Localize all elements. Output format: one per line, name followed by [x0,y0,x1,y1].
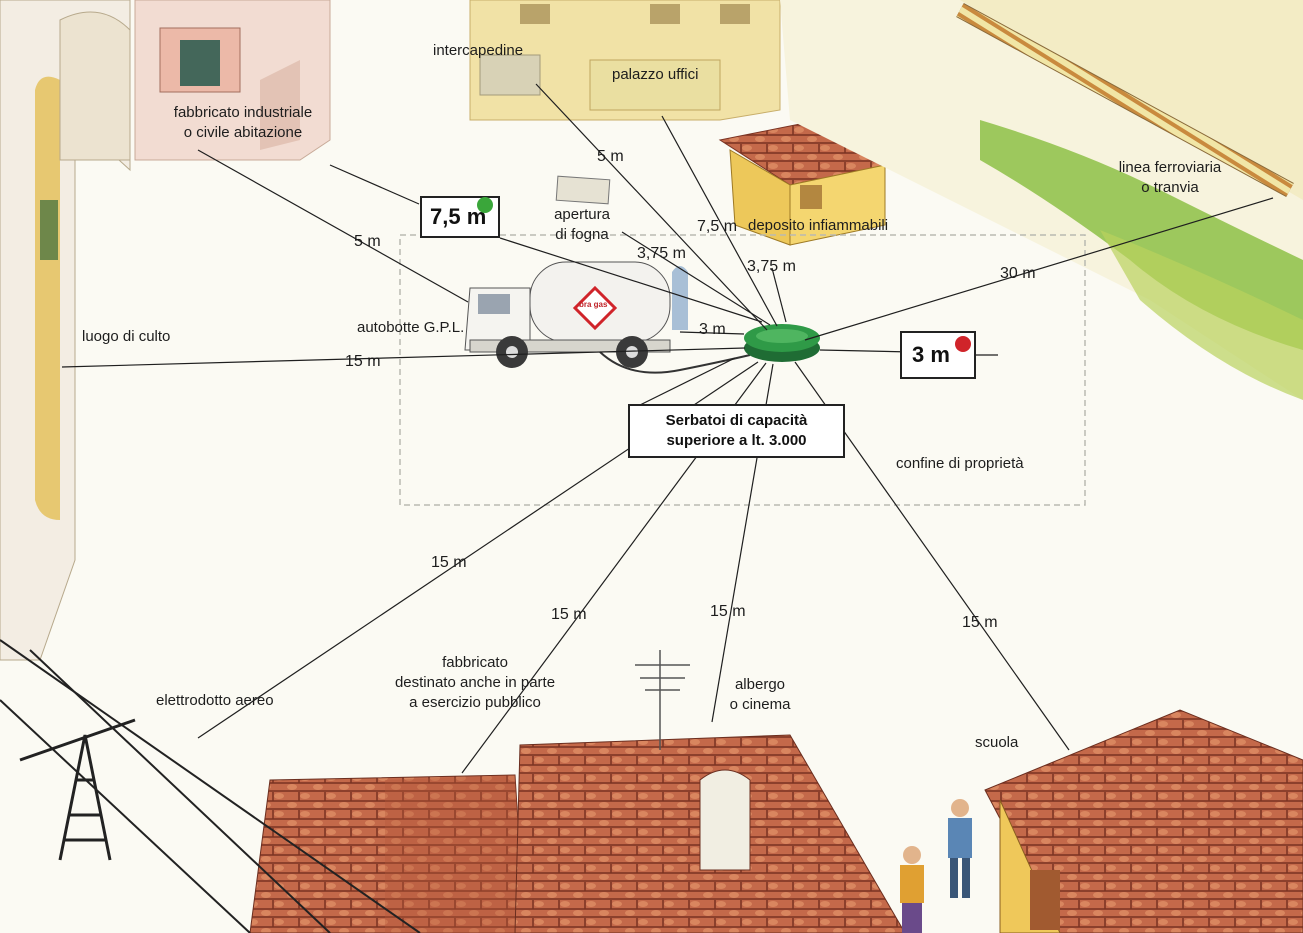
legend-green-box: 7,5 m [420,196,500,238]
label-industrial-line2: o civile abitazione [183,124,303,141]
tank-capacity-caption: Serbatoi di capacità superiore a lt. 3.0… [628,404,845,458]
warehouse [718,119,892,246]
distance-public-building: 15 m [551,606,587,623]
distance-intercapedine: 5 m [597,148,624,165]
tank-caption-line1: Serbatoi di capacità [665,412,808,429]
label-office-building: palazzo uffici [612,66,699,83]
legend-red-box: 3 m [900,331,976,379]
legend-green-value: 7,5 m [430,204,487,229]
label-intercapedine: intercapedine [433,42,524,59]
distance-school: 15 m [962,614,998,631]
label-railway: linea ferroviaria o tranvia [1100,158,1240,198]
label-public-line2: destinato anche in parte [394,674,556,691]
label-railway-line1: linea ferroviaria [1118,159,1222,176]
label-public-line1: fabbricato [442,654,508,671]
label-hotel-cinema: albergo o cinema [720,675,800,715]
label-industrial-line1: fabbricato industriale [173,104,313,121]
distance-industrial-building: 5 m [354,233,381,250]
label-hotel-line2: o cinema [729,696,791,713]
house-window-topleft [134,0,331,161]
label-sewer-line2: di fogna [555,226,609,243]
lpg-truck [464,261,751,374]
label-power-line: elettrodotto aereo [156,692,274,709]
leader-lines [61,83,1274,774]
tank-caption-line2: superiore a lt. 3.000 [666,432,807,449]
red-marker-icon [955,336,971,352]
label-public-building: fabbricato destinato anche in parte a es… [365,653,585,713]
green-marker-icon [477,197,493,213]
label-public-line3: a esercizio pubblico [409,694,541,711]
label-sewer-opening: apertura di fogna [527,205,637,245]
central-tank [744,324,820,362]
office-building [469,0,781,121]
label-place-of-worship: luogo di culto [82,328,171,345]
property-boundary [399,234,1086,506]
legend-red-value: 3 m [912,342,950,367]
distance-railway: 30 m [1000,265,1036,282]
label-property-boundary: confine di proprietà [896,455,1024,472]
label-industrial-building: fabbricato industriale o civile abitazio… [148,103,338,143]
label-railway-line2: o tranvia [1141,179,1199,196]
sewer-grate [555,175,611,205]
label-lpg-truck: autobotte G.P.L. [357,319,465,336]
left-building [0,0,131,661]
label-sewer-line1: apertura [554,206,610,223]
distance-office-building: 7,5 m [697,218,738,235]
label-hotel-line1: albergo [734,676,786,693]
distance-hotel-cinema: 15 m [710,603,746,620]
people [900,799,972,933]
antenna [635,650,690,750]
distance-sewer-opening: 3,75 m [637,245,686,262]
power-line [0,639,421,933]
truck-logo: bra gas [579,300,608,309]
distance-power-line: 15 m [431,554,467,571]
distance-lpg-truck: 3 m [699,321,726,338]
label-school: scuola [975,734,1019,751]
distance-flammable-storage: 3,75 m [747,258,796,275]
distance-place-of-worship: 15 m [345,353,381,370]
railway-area [780,0,1303,400]
rooftops [249,709,1303,933]
label-flammable-storage: deposito infiammabili [748,217,889,234]
